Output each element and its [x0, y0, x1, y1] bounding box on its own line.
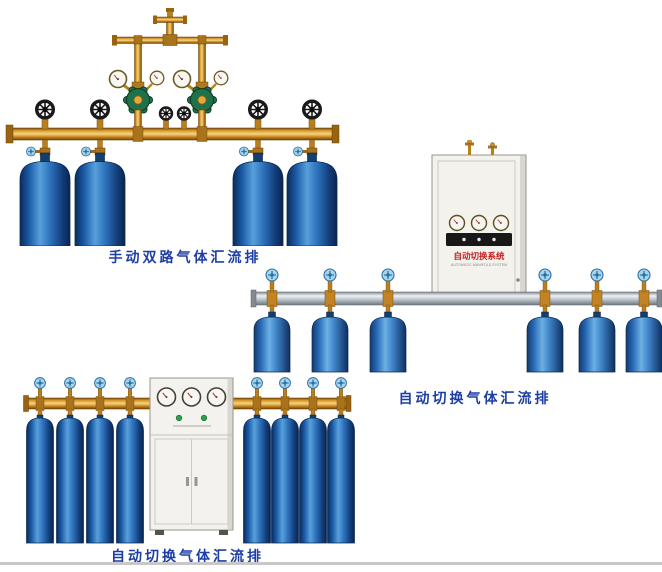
- gas-cylinder: [625, 311, 662, 373]
- pressure-gauge: [108, 69, 128, 89]
- cabinet-gauge: [448, 214, 466, 232]
- cylinder-valve-handwheel: [637, 268, 651, 282]
- cabinet-gauge: [156, 387, 177, 407]
- cabinet-label: 自动切换系统: [453, 251, 505, 261]
- cylinder-valve-handwheel: [123, 376, 137, 390]
- cabinet-gauge: [206, 387, 227, 407]
- pressure-gauge: [149, 70, 165, 86]
- cylinder-valve-handwheel: [250, 376, 264, 390]
- indicator-light: [477, 237, 481, 242]
- manifold-pipe: [250, 289, 662, 308]
- caption-manual-dual-manifold: 手动双路气体汇流排: [108, 249, 262, 265]
- gas-cylinder: [369, 311, 407, 373]
- regulator-handwheel: [122, 86, 154, 114]
- valve-handwheel: [35, 99, 55, 120]
- cylinder-valve-handwheel: [590, 268, 604, 282]
- cylinder-valve-handwheel: [278, 376, 292, 390]
- control-cabinet: 自动切换系统 AUTOMATIC MANIFOLD SYSTEM: [431, 154, 527, 301]
- gas-cylinder: [86, 414, 114, 544]
- gas-cylinder: [56, 414, 84, 544]
- gas-cylinder: [19, 152, 71, 246]
- control-cabinet: [149, 377, 234, 535]
- gas-cylinder: [327, 414, 355, 544]
- indicator-light: [492, 237, 496, 242]
- gas-cylinder: [74, 152, 126, 246]
- cylinder-valve-handwheel: [25, 146, 37, 157]
- cabinet-sublabel: AUTOMATIC MANIFOLD SYSTEM: [451, 263, 507, 267]
- gas-cylinder: [526, 311, 564, 373]
- valve-handwheel: [247, 99, 268, 120]
- cabinet-gauge: [181, 387, 202, 407]
- cylinder-valve-handwheel: [265, 268, 279, 282]
- valve-handwheel: [158, 106, 174, 121]
- indicator-light: [462, 237, 466, 242]
- gas-cylinder: [578, 311, 616, 373]
- valve-handwheel: [89, 99, 111, 120]
- caption-auto-switch-wall-manifold: 自动切换气体汇流排: [398, 390, 552, 406]
- pressure-gauge: [213, 70, 229, 86]
- gas-cylinder: [243, 414, 271, 544]
- main-manifold-pipe: [5, 124, 340, 144]
- cylinder-valve-handwheel: [381, 268, 395, 282]
- cylinder-shutoff-valves: [35, 99, 322, 130]
- cylinder-valve-handwheel: [33, 376, 47, 390]
- gas-cylinder: [253, 311, 291, 373]
- cabinet-foot: [155, 530, 164, 535]
- cylinder-valve-handwheel: [538, 268, 552, 282]
- gas-cylinder: [26, 414, 54, 544]
- valve-handwheel: [302, 99, 322, 120]
- gas-cylinder: [311, 311, 349, 373]
- cylinder-pigtail-connectors: [25, 139, 318, 157]
- cabinet-foot: [219, 530, 228, 535]
- manual-dual-manifold-illustration: [5, 8, 340, 246]
- gas-cylinder: [299, 414, 327, 544]
- caption-auto-switch-floor-manifold: 自动切换气体汇流排: [111, 548, 264, 564]
- cabinet-label-strip: [173, 425, 211, 427]
- cabinet-door-handle: [194, 477, 198, 486]
- pressure-regulator-right: [172, 69, 229, 130]
- cabinet-knob: [175, 414, 183, 422]
- cylinder-valve-handwheel: [334, 376, 348, 390]
- cabinet-gauge: [470, 214, 488, 232]
- cylinder-valve-handwheel: [306, 376, 320, 390]
- cabinet-door-handle: [516, 278, 520, 282]
- cabinet-knob: [200, 414, 208, 422]
- auto-switch-wall-manifold-illustration: 自动切换系统 AUTOMATIC MANIFOLD SYSTEM: [250, 140, 662, 373]
- gas-cylinder: [116, 414, 144, 544]
- cylinder-valve-handwheel: [80, 146, 92, 157]
- top-header-assembly: [112, 8, 228, 87]
- cylinder-valve-handwheel: [63, 376, 77, 390]
- cabinet-door-handle: [186, 477, 189, 486]
- valve-handwheel: [176, 106, 192, 121]
- cabinet-gauge: [492, 214, 510, 232]
- gas-cylinder: [271, 414, 299, 544]
- bottom-divider: [0, 562, 662, 565]
- auto-switch-floor-manifold-illustration: [23, 376, 355, 544]
- manifold-pipe: [23, 395, 352, 412]
- cylinder-connectors: [265, 268, 651, 316]
- regulator-handwheel: [186, 86, 218, 114]
- gas-cylinders: [253, 311, 662, 373]
- cabinet-top-valves: [465, 140, 497, 155]
- cylinder-valve-handwheel: [323, 268, 337, 282]
- pressure-gauge: [172, 69, 192, 89]
- cylinder-valve-handwheel: [93, 376, 107, 390]
